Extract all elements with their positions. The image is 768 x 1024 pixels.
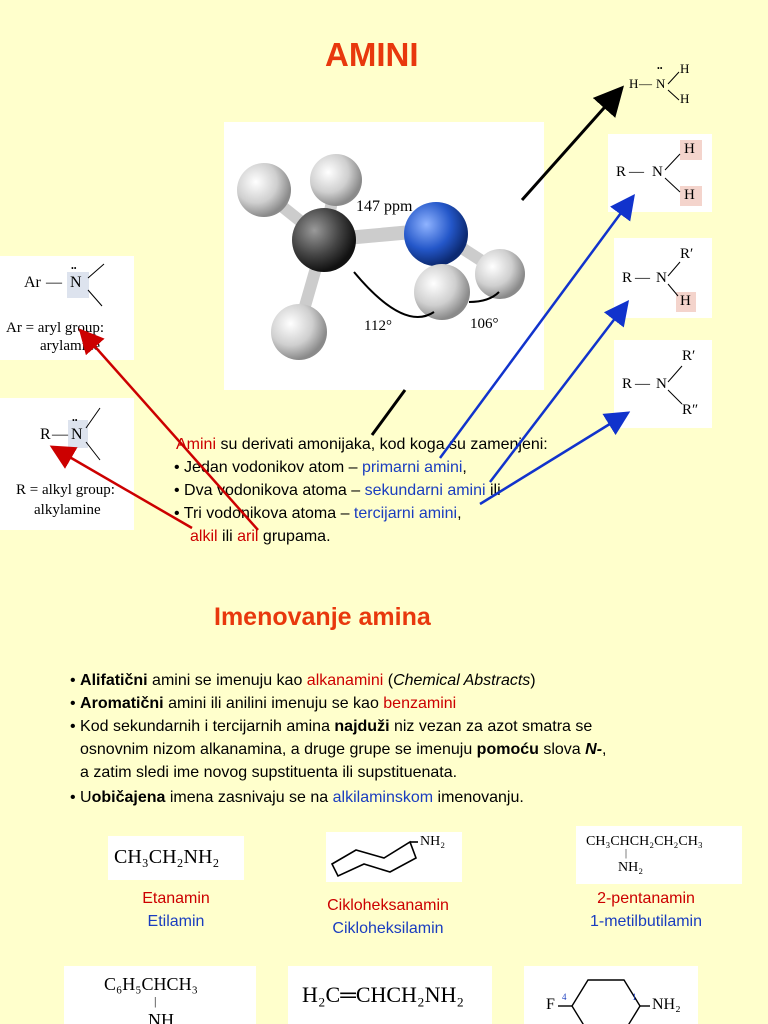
phenylethylamine-formula: C₆H₅CHCH₃ | NH [64,966,256,1024]
secondary-amine-structure: R — N R′ H [614,238,712,318]
tertiary-amine-structure: R — N R′ R″ [614,340,712,428]
naming-bullet-4: • Uobičajena imena zasnivaju se na alkil… [70,789,524,806]
intro-line-2: • Jedan vodonikov atom – primarni amini, [174,459,467,476]
primary-amine-structure: R — N H H [608,134,712,212]
fluoroaniline-formula: F 4 1 NH₂ [524,966,698,1024]
intro-line-4: • Tri vodonikova atoma – tercijarni amin… [174,505,462,522]
arylamine-structure: Ar — N •• Ar = aryl group: arylamine [0,256,134,360]
arrow-black-lower [370,389,407,436]
intro-line-3: • Dva vodonikova atoma – sekundarni amin… [174,482,501,499]
allylamine-formula: H₂C═CHCH₂NH₂ [288,966,492,1024]
example-2-name-1: Cikloheksanamin [327,897,449,914]
example-1-name-1: Etanamin [142,890,210,907]
angle-left-label: 112° [364,318,392,334]
methylamine-model: 147 ppm 112° 106° [224,122,544,390]
example-1-name-2: Etilamin [147,913,205,930]
example-2-name-2: Cikloheksilamin [332,920,444,937]
example-3-name-1: 2-pentanamin [597,890,695,907]
naming-bullet-2: • Aromatični amini ili anilini imenuju s… [70,695,457,712]
bond-length-label: 147 ppm [356,198,413,215]
example-3-name-2: 1-metilbutilamin [589,913,703,930]
naming-bullet-3-line-3: a zatim sledi ime novog supstituenta ili… [80,764,458,781]
benzene-ring-icon [558,979,650,1024]
naming-bullet-3: • Kod sekundarnih i tercijarnih amina na… [70,718,593,735]
cyclohexane-chair-icon [330,840,418,878]
alkylamine-structure: R — N •• R = alkyl group: alkylamine [0,398,134,530]
section-title: Imenovanje amina [214,603,431,631]
example-pentanamine-formula: CH₃CHCH₂CH₂CH₃ | NH₂ [576,826,742,884]
naming-bullet-1: • Alifatični amini se imenuju kao alkana… [70,672,536,689]
angle-right-label: 106° [470,316,499,332]
page-title: AMINI [325,36,419,73]
ammonia-structure: H — N •• H H [629,61,690,106]
intro-line-5: alkil ili aril grupama. [190,528,331,545]
example-ethanamine-formula: CH₃CH₂NH₂ [108,836,244,880]
arrow-to-tertiary [479,411,631,506]
intro-line-1: Amini su derivati amonijaka, kod koga su… [176,436,548,453]
naming-bullet-3-line-2: osnovnim nizom alkanamina, a druge grupe… [80,741,607,758]
example-cyclohexanamine-formula: NH₂ [326,832,462,882]
ball-and-stick-model [237,154,525,360]
